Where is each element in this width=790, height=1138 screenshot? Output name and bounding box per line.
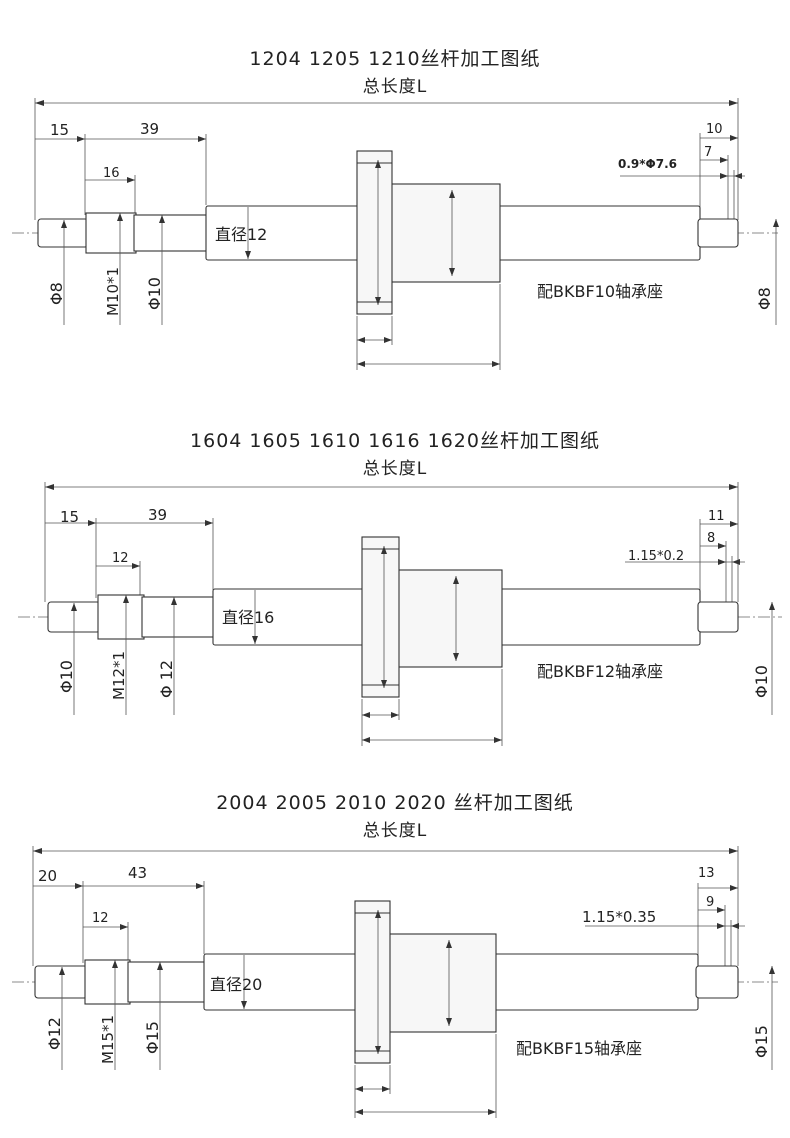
dim-shaft-diameter: 直径16 [222, 608, 274, 627]
dim-right-total: 13 [698, 866, 715, 881]
dim-groove: 1.15*0.2 [628, 549, 684, 564]
dim-left-total: 39 [140, 120, 159, 138]
total-length-label: 总长度L [362, 459, 428, 479]
dim-groove: 1.15*0.35 [582, 908, 656, 926]
dim-thread-length: 12 [92, 911, 109, 926]
dim-bearing-diameter: Φ15 [143, 1021, 162, 1054]
dim-right-total: 11 [708, 509, 725, 524]
dim-shaft-diameter: 直径12 [215, 225, 267, 244]
section-title: 1604 1605 1610 1616 1620丝杆加工图纸 [190, 430, 600, 452]
bearing-note: 配BKBF12轴承座 [537, 662, 663, 681]
bearing-note: 配BKBF10轴承座 [537, 282, 663, 301]
dim-right-total: 10 [706, 122, 723, 137]
drawing-section-2: 1604 1605 1610 1616 1620丝杆加工图纸 总长度L 15 3… [0, 380, 790, 760]
dim-thread: M10*1 [104, 267, 122, 316]
dim-right-step: 7 [704, 145, 712, 160]
total-length-label: 总长度L [362, 821, 428, 841]
dim-thread-length: 16 [103, 166, 120, 181]
dim-left-step: 15 [50, 121, 69, 139]
dim-left-step: 20 [38, 867, 57, 885]
section-title: 2004 2005 2010 2020 丝杆加工图纸 [216, 792, 574, 814]
dim-right-diameter: Φ10 [752, 665, 771, 698]
drawing-section-1: 1204 1205 1210丝杆加工图纸 总长度L 15 39 16 10 7 [0, 0, 790, 380]
dim-right-diameter: Φ8 [755, 287, 774, 310]
total-length-label: 总长度L [362, 77, 428, 97]
dim-bearing-diameter: Φ 12 [157, 660, 176, 698]
dim-bearing-diameter: Φ10 [145, 277, 164, 310]
ball-screw-drawing: 15 39 12 11 8 1.15*0.2 [18, 482, 782, 746]
dim-thread: M12*1 [110, 651, 128, 700]
dim-shaft-diameter: 直径20 [210, 975, 262, 994]
dim-end-diameter: Φ8 [47, 282, 66, 305]
dim-right-diameter: Φ15 [752, 1025, 771, 1058]
dim-thread: M15*1 [99, 1015, 117, 1064]
ball-screw-drawing: 20 43 12 13 9 1.15*0.35 [12, 846, 778, 1118]
dim-left-total: 39 [148, 506, 167, 524]
ball-screw-drawing: 15 39 16 10 7 0.9*Φ7.6 [12, 98, 779, 370]
dim-end-diameter: Φ10 [57, 660, 76, 693]
drawing-section-3: 2004 2005 2010 2020 丝杆加工图纸 总长度L 20 43 12… [0, 760, 790, 1138]
section-title: 1204 1205 1210丝杆加工图纸 [249, 48, 541, 70]
dim-groove: 0.9*Φ7.6 [618, 157, 677, 171]
dim-right-step: 8 [707, 531, 715, 546]
dim-left-step: 15 [60, 508, 79, 526]
bearing-note: 配BKBF15轴承座 [516, 1039, 642, 1058]
dim-left-total: 43 [128, 864, 147, 882]
dim-end-diameter: Φ12 [45, 1017, 64, 1050]
dim-thread-length: 12 [112, 551, 129, 566]
dim-right-step: 9 [706, 895, 714, 910]
